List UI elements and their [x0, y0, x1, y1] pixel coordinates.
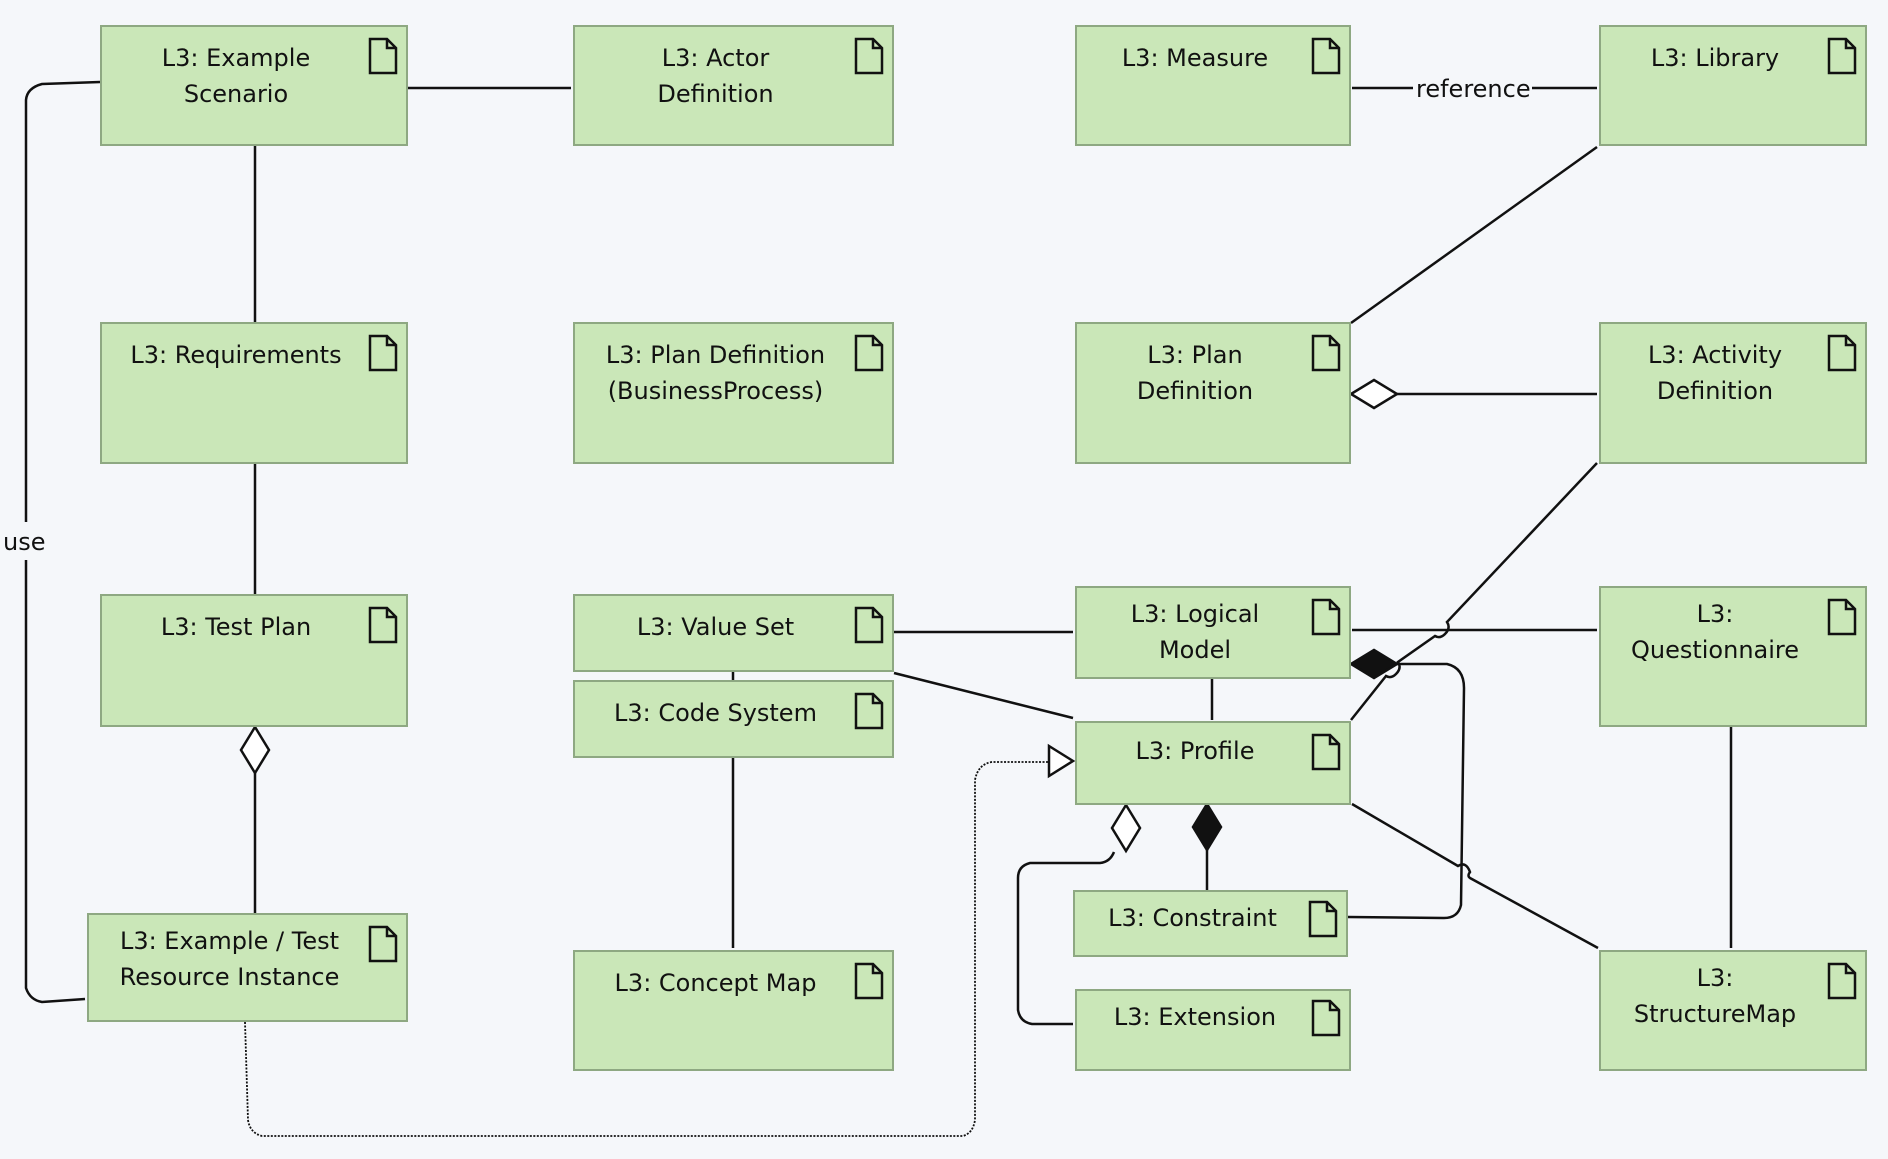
document-icon — [854, 962, 884, 1000]
edge-profile-structure-map — [1351, 802, 1599, 950]
node-profile[interactable]: L3: Profile — [1075, 721, 1351, 805]
node-label: L3: Example Scenario — [161, 44, 311, 108]
edge-value-set-profile — [893, 671, 1074, 720]
document-icon — [368, 334, 398, 372]
document-icon — [854, 606, 884, 644]
node-example-scenario[interactable]: L3: Example Scenario — [100, 25, 408, 146]
node-label: L3: StructureMap — [1633, 964, 1797, 1028]
composition-diamond-logical-model — [1348, 648, 1400, 680]
edge-constraint-logical-model — [1347, 662, 1466, 920]
realization-arrowhead-icon — [1047, 743, 1076, 779]
node-activity-definition[interactable]: L3: Activity Definition — [1599, 322, 1867, 464]
node-actor-definition[interactable]: L3: Actor Definition — [573, 25, 894, 146]
node-label: L3: Test Plan — [160, 613, 312, 641]
edge-extension-profile — [1016, 851, 1116, 1026]
node-label: L3: Code System — [614, 699, 817, 727]
document-icon — [1311, 37, 1341, 75]
node-plan-definition-businessprocess[interactable]: L3: Plan Definition (BusinessProcess) — [573, 322, 894, 464]
document-icon — [1827, 598, 1857, 636]
node-label: L3: Measure — [1121, 44, 1269, 72]
node-label: L3: Plan Definition (BusinessProcess) — [605, 341, 826, 405]
composition-diamond-profile — [1191, 801, 1223, 853]
document-icon — [854, 692, 884, 730]
node-label: L3: Logical Model — [1130, 600, 1260, 664]
node-label: L3: Example / Test Resource Instance — [119, 927, 340, 991]
node-extension[interactable]: L3: Extension — [1075, 989, 1351, 1071]
node-label: L3: Activity Definition — [1647, 341, 1783, 405]
node-test-plan[interactable]: L3: Test Plan — [100, 594, 408, 727]
node-label: L3: Actor Definition — [657, 44, 774, 108]
node-label: L3: Constraint — [1108, 904, 1277, 932]
node-plan-definition[interactable]: L3: Plan Definition — [1075, 322, 1351, 464]
aggregation-diamond-test-plan — [239, 724, 271, 776]
aggregation-diamond-profile — [1110, 802, 1142, 854]
node-label: L3: Plan Definition — [1136, 341, 1254, 405]
document-icon — [368, 925, 398, 963]
node-structure-map[interactable]: L3: StructureMap — [1599, 950, 1867, 1071]
node-label: L3: Concept Map — [614, 969, 817, 997]
edge-example-instance-profile — [244, 761, 1049, 1137]
document-icon — [1827, 962, 1857, 1000]
node-measure[interactable]: L3: Measure — [1075, 25, 1351, 146]
document-icon — [1311, 999, 1341, 1037]
node-constraint[interactable]: L3: Constraint — [1073, 890, 1348, 957]
node-library[interactable]: L3: Library — [1599, 25, 1867, 146]
node-label: L3: Library — [1650, 44, 1780, 72]
node-label: L3: Profile — [1135, 737, 1255, 765]
edge-label-reference: reference — [1415, 75, 1532, 103]
edge-library-plan-definition — [1350, 145, 1598, 325]
document-icon — [854, 37, 884, 75]
document-icon — [1311, 598, 1341, 636]
edge-label-use: use — [2, 528, 47, 556]
node-label: L3: Requirements — [130, 341, 342, 369]
document-icon — [1827, 334, 1857, 372]
document-icon — [1827, 37, 1857, 75]
aggregation-diamond-plan-definition — [1348, 378, 1400, 410]
node-logical-model[interactable]: L3: Logical Model — [1075, 586, 1351, 679]
edge-activity-definition-profile — [1350, 462, 1598, 721]
node-label: L3: Value Set — [636, 613, 795, 641]
document-icon — [854, 334, 884, 372]
document-icon — [368, 606, 398, 644]
node-code-system[interactable]: L3: Code System — [573, 680, 894, 758]
document-icon — [1311, 733, 1341, 771]
document-icon — [1308, 900, 1338, 938]
document-icon — [1311, 334, 1341, 372]
node-concept-map[interactable]: L3: Concept Map — [573, 950, 894, 1071]
document-icon — [368, 37, 398, 75]
node-label: L3: Questionnaire — [1630, 600, 1800, 664]
edge-use — [24, 80, 101, 1004]
node-value-set[interactable]: L3: Value Set — [573, 594, 894, 672]
node-questionnaire[interactable]: L3: Questionnaire — [1599, 586, 1867, 727]
node-example-test-instance[interactable]: L3: Example / Test Resource Instance — [87, 913, 408, 1022]
node-requirements[interactable]: L3: Requirements — [100, 322, 408, 464]
node-label: L3: Extension — [1113, 1003, 1277, 1031]
